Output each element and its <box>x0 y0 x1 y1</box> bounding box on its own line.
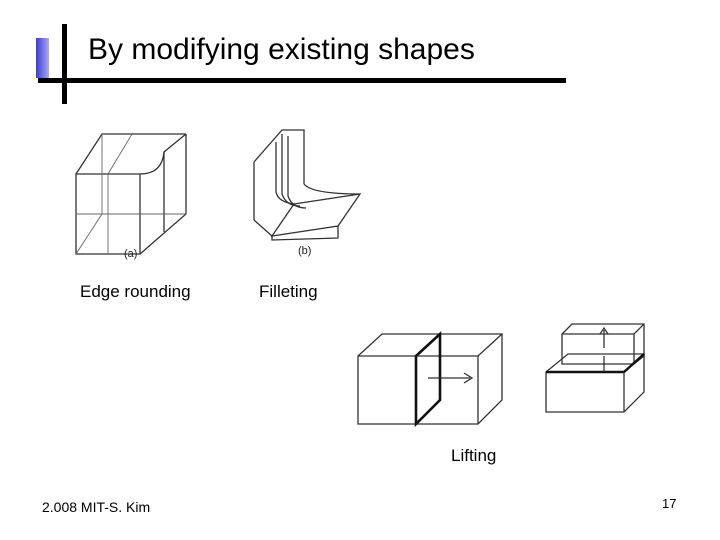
footer-credit: 2.008 MIT-S. Kim <box>42 499 151 515</box>
title-accent-bar <box>36 38 49 78</box>
lifting-figure-split-box <box>357 331 503 428</box>
edge-rounding-figure <box>75 133 187 255</box>
filleting-figure-label: (b) <box>298 245 312 257</box>
edge-rounding-caption: Edge rounding <box>80 282 191 301</box>
filleting-figure <box>253 129 362 241</box>
lifting-caption: Lifting <box>451 446 497 465</box>
title-horizontal-rule <box>38 78 566 83</box>
lifting-figure-lifted-box <box>545 323 645 413</box>
page-number: 17 <box>662 496 677 511</box>
title-vertical-rule <box>62 24 67 104</box>
slide-title: By modifying existing shapes <box>88 33 475 66</box>
edge-rounding-figure-label: (a) <box>124 248 138 260</box>
filleting-caption: Filleting <box>259 282 318 301</box>
